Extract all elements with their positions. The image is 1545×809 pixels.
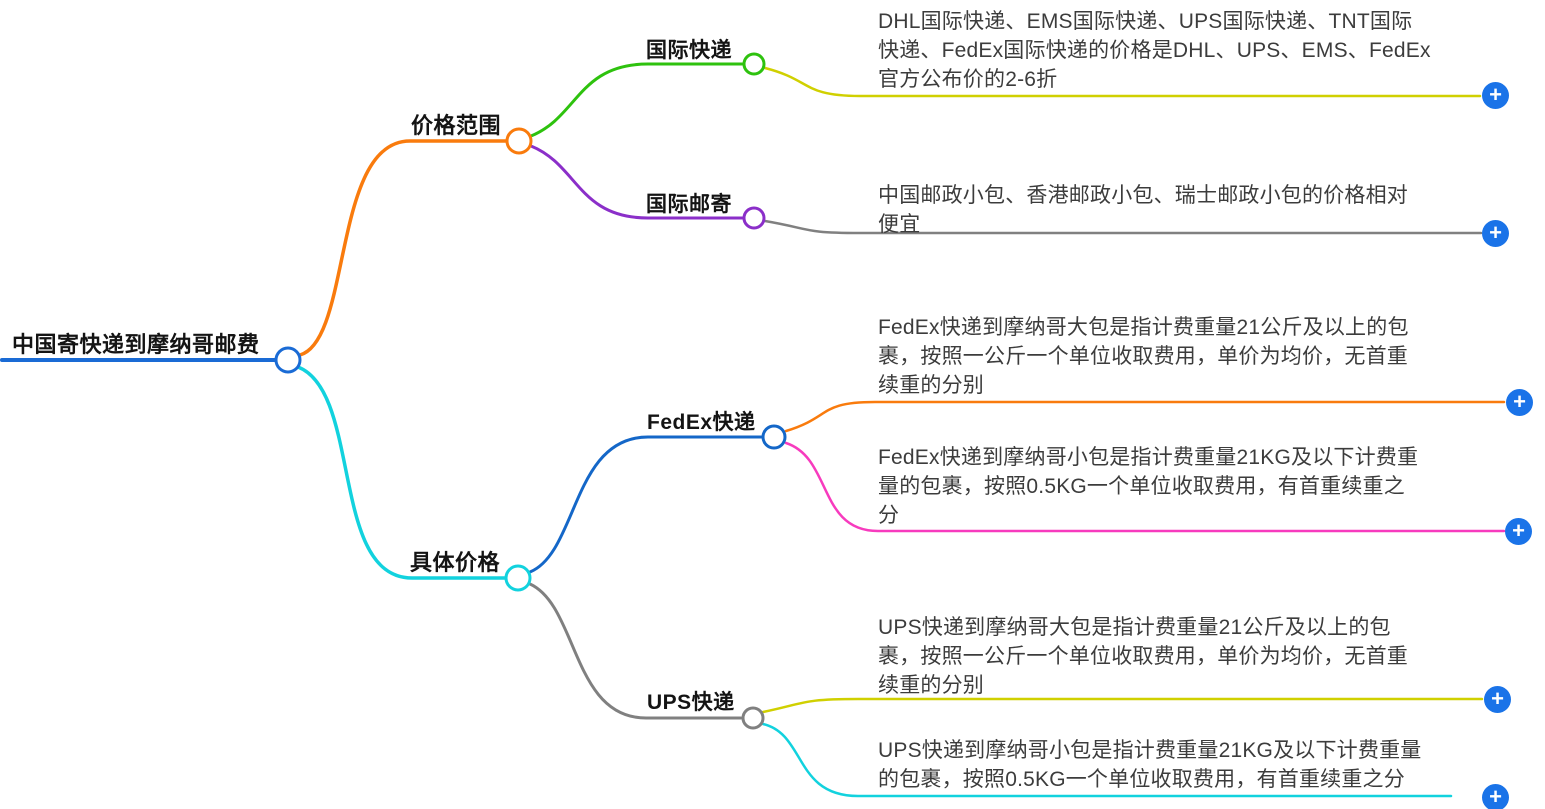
node-ups-label[interactable]: UPS快递 bbox=[647, 691, 735, 714]
underline-note-intl-express bbox=[763, 66, 1482, 98]
add-button[interactable]: + bbox=[1506, 389, 1533, 416]
underline-note-ups-small bbox=[761, 722, 1453, 798]
add-icon: + bbox=[1513, 388, 1526, 414]
fedex-node-handle[interactable] bbox=[761, 424, 787, 450]
add-button[interactable]: + bbox=[1484, 686, 1511, 713]
underline-note-fedex-large bbox=[784, 400, 1506, 433]
note-intl-post[interactable]: 中国邮政小包、香港邮政小包、瑞士邮政小包的价格相对 便宜 bbox=[878, 184, 1408, 236]
underline-note-fedex-small bbox=[784, 441, 1506, 533]
add-button[interactable]: + bbox=[1482, 784, 1509, 809]
add-button[interactable]: + bbox=[1482, 82, 1509, 109]
add-button[interactable]: + bbox=[1482, 220, 1509, 247]
add-icon: + bbox=[1489, 219, 1502, 245]
root-topic[interactable]: 中国寄快递到摩纳哥邮费 bbox=[12, 332, 260, 357]
connector-specific-price bbox=[296, 365, 507, 580]
underline-note-ups-large bbox=[761, 697, 1484, 714]
branch-price-range-label[interactable]: 价格范围 bbox=[411, 113, 502, 138]
add-icon: + bbox=[1489, 783, 1502, 809]
add-icon: + bbox=[1491, 685, 1504, 711]
note-ups-small[interactable]: UPS快递到摩纳哥小包是指计费重量21KG及以下计费重量 的包裹，按照0.5KG… bbox=[878, 739, 1422, 791]
note-intl-express[interactable]: DHL国际快递、EMS国际快递、UPS国际快递、TNT国际 快递、FedEx国际… bbox=[878, 10, 1431, 91]
note-ups-large[interactable]: UPS快递到摩纳哥大包是指计费重量21公斤及以上的包 裹，按照一公斤一个单位收取… bbox=[878, 616, 1408, 697]
node-intl-post-label[interactable]: 国际邮寄 bbox=[646, 193, 732, 216]
node-fedex-label[interactable]: FedEx快递 bbox=[647, 411, 756, 434]
intl-express-node-handle[interactable] bbox=[742, 52, 766, 76]
branch-specific-price-label[interactable]: 具体价格 bbox=[410, 550, 501, 575]
add-button[interactable]: + bbox=[1505, 518, 1532, 545]
node-intl-express-label[interactable]: 国际快递 bbox=[646, 39, 732, 62]
intl-post-node-handle[interactable] bbox=[742, 206, 766, 230]
connector-ups bbox=[528, 582, 743, 720]
add-icon: + bbox=[1512, 517, 1525, 543]
connector-intl-post bbox=[529, 144, 746, 220]
connector-price-range bbox=[298, 139, 508, 357]
note-fedex-large[interactable]: FedEx快递到摩纳哥大包是指计费重量21公斤及以上的包 裹，按照一公斤一个单位… bbox=[878, 316, 1409, 397]
ups-node-handle[interactable] bbox=[741, 706, 765, 730]
price-range-node-handle[interactable] bbox=[505, 127, 533, 155]
specific-price-node-handle[interactable] bbox=[504, 564, 532, 592]
note-fedex-small[interactable]: FedEx快递到摩纳哥小包是指计费重量21KG及以下计费重 量的包裹，按照0.5… bbox=[878, 446, 1419, 527]
connector-fedex bbox=[528, 435, 764, 574]
root-node-handle[interactable] bbox=[274, 346, 302, 374]
underline-note-intl-post bbox=[763, 219, 1483, 235]
connector-intl-express bbox=[529, 62, 746, 138]
add-icon: + bbox=[1489, 81, 1502, 107]
